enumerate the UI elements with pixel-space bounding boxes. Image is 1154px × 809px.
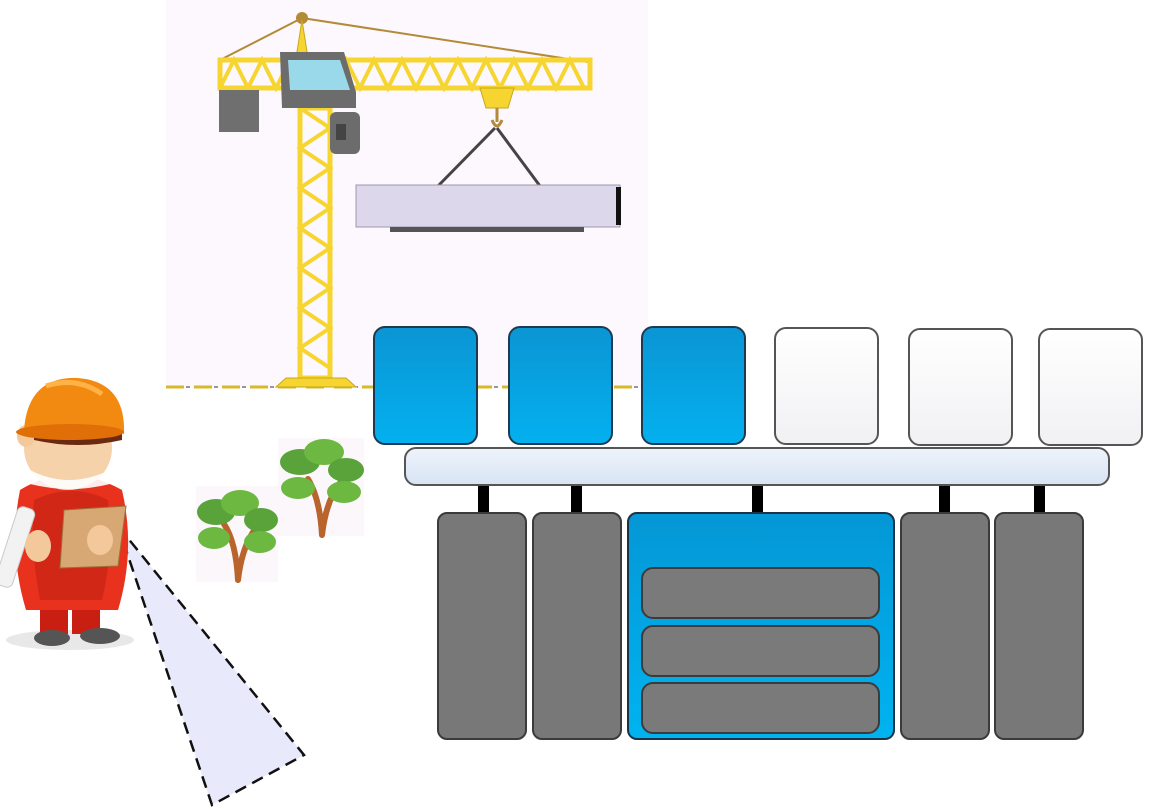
top-module-3[interactable] (641, 326, 746, 445)
group-slot-2[interactable] (641, 625, 880, 677)
bottom-unit-5[interactable] (994, 512, 1084, 740)
connector-4 (939, 486, 950, 512)
bottom-unit-4[interactable] (900, 512, 990, 740)
connector-3 (752, 486, 763, 512)
tree-icon-front (196, 486, 278, 583)
connector-2 (571, 486, 582, 512)
connector-1 (478, 486, 489, 512)
top-module-4[interactable] (774, 327, 879, 445)
connection-bus (404, 447, 1110, 486)
connector-5 (1034, 486, 1045, 512)
bottom-unit-2[interactable] (532, 512, 622, 740)
bottom-unit-1[interactable] (437, 512, 527, 740)
top-module-6[interactable] (1038, 328, 1143, 446)
top-module-2[interactable] (508, 326, 613, 445)
group-slot-1[interactable] (641, 567, 880, 619)
top-module-5[interactable] (908, 328, 1013, 446)
top-module-1[interactable] (373, 326, 478, 445)
group-slot-3[interactable] (641, 682, 880, 734)
tree-icon-back (278, 438, 364, 538)
